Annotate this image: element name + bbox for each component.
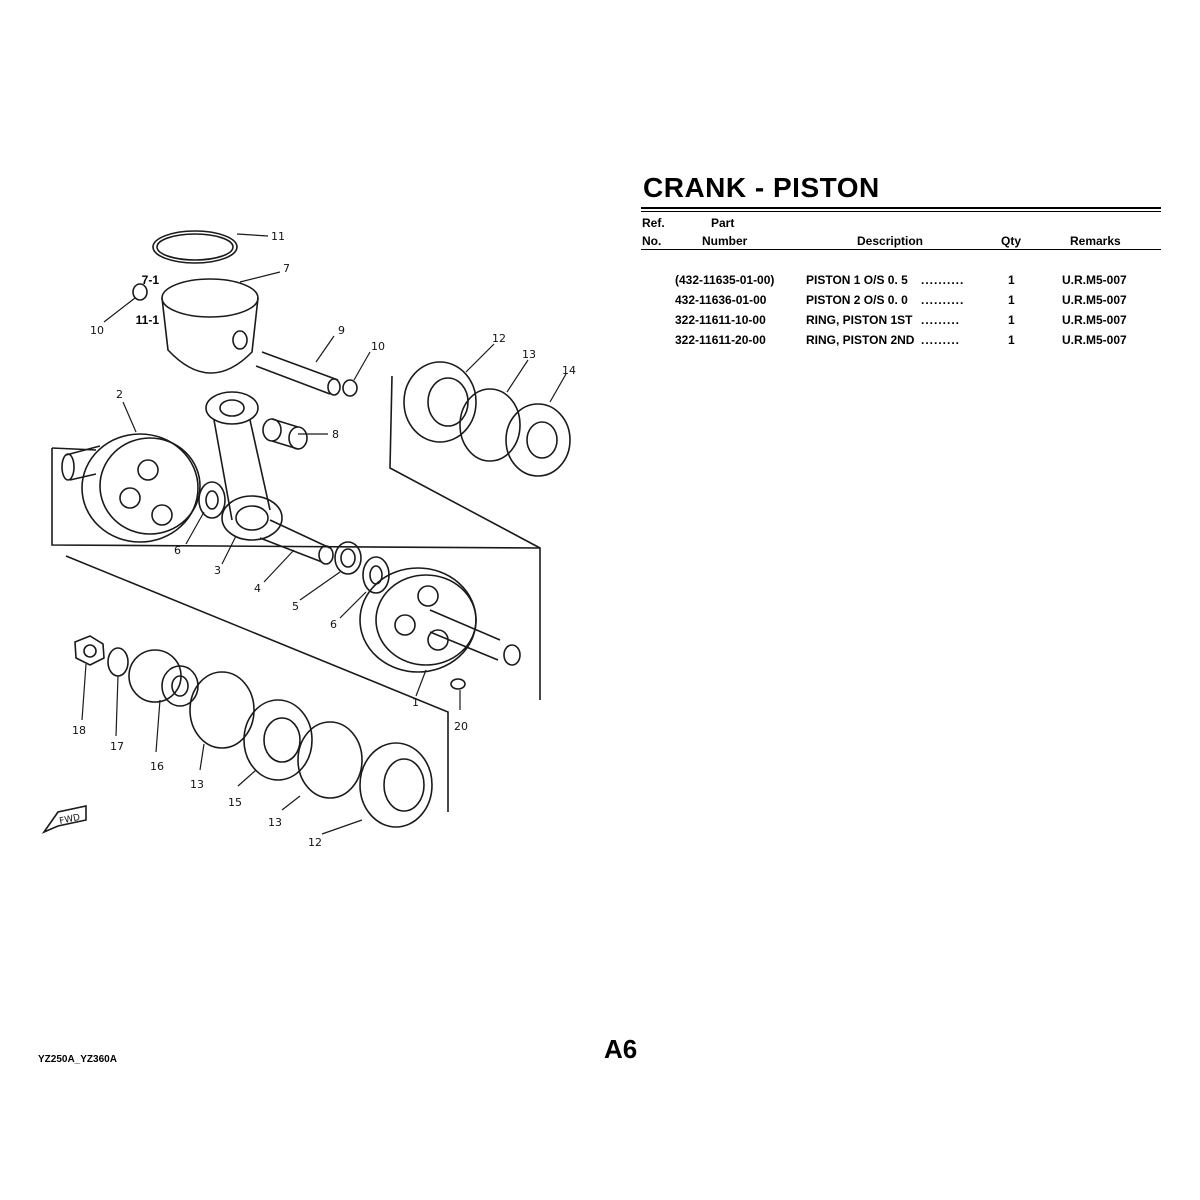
callout-label: 6 <box>174 544 181 557</box>
header-rule <box>641 249 1161 250</box>
nut-18 <box>74 635 105 666</box>
table-row: 11-1 322-11611-10-00 RING, PISTON 1ST ..… <box>0 313 1200 329</box>
callout-numbers: 11 7 10 9 10 8 2 6 3 4 5 6 12 13 14 1 20… <box>59 230 576 849</box>
table-row: 432-11636-01-00 PISTON 2 O/S 0. 0 ......… <box>0 293 1200 309</box>
callout-label: 16 <box>150 760 164 773</box>
row-dot-leader: ......... <box>921 313 961 327</box>
row-qty: 1 <box>1008 313 1015 327</box>
callout-label: 11 <box>271 230 285 243</box>
callout-label: 4 <box>254 582 261 595</box>
header-part-line1: Part <box>711 216 735 230</box>
row-remarks: U.R.M5-007 <box>1062 273 1127 287</box>
row-remarks: U.R.M5-007 <box>1062 333 1127 347</box>
callout-label: 14 <box>562 364 576 377</box>
row-part-number: 322-11611-10-00 <box>675 313 766 327</box>
callout-label: 5 <box>292 600 299 613</box>
piston-7 <box>161 278 259 374</box>
leader-lines <box>81 233 567 835</box>
header-ref-line2: No. <box>642 234 662 248</box>
callout-label: 12 <box>492 332 506 345</box>
row-dot-leader: .......... <box>921 293 965 307</box>
circlip-13-upper <box>459 388 521 462</box>
crank-wheel-1 <box>359 567 521 673</box>
row-dot-leader: .......... <box>921 273 965 287</box>
bearing-5 <box>334 541 362 575</box>
header-description: Description <box>857 234 924 248</box>
callout-label: 20 <box>454 720 468 733</box>
row-part-number: (432-11635-01-00) <box>675 273 775 287</box>
row-description: RING, PISTON 1ST <box>806 313 913 327</box>
header-qty: Qty <box>1001 234 1022 248</box>
oil-seal-15 <box>243 699 313 781</box>
callout-label: 15 <box>228 796 242 809</box>
row-part-number: 322-11611-20-00 <box>675 333 766 347</box>
header-part-line2: Number <box>702 234 748 248</box>
callout-label: 17 <box>110 740 124 753</box>
row-remarks: U.R.M5-007 <box>1062 293 1127 307</box>
callout-label: 12 <box>308 836 322 849</box>
circlip-13-mid <box>189 671 255 749</box>
oil-seal-14 <box>505 403 571 477</box>
bearing-12-lower <box>359 742 433 828</box>
row-ref: 11-1 <box>135 313 159 327</box>
callout-label: 2 <box>116 388 123 401</box>
callout-label: 7 <box>283 262 290 275</box>
circlip-13-lower <box>297 721 363 799</box>
row-dot-leader: ......... <box>921 333 961 347</box>
table-row: 322-11611-20-00 RING, PISTON 2ND .......… <box>0 333 1200 349</box>
header-remarks: Remarks <box>1070 234 1121 248</box>
frame-line-top <box>51 448 541 700</box>
circlip-10-right <box>342 379 358 397</box>
fwd-label: FWD <box>59 813 82 827</box>
title-rule-thin <box>641 211 1161 212</box>
callout-label: 13 <box>190 778 204 791</box>
washer-17 <box>107 647 129 677</box>
callout-label: 13 <box>268 816 282 829</box>
needle-bearing-8 <box>262 418 308 450</box>
title-rule-thick <box>641 207 1161 209</box>
callout-label: 8 <box>332 428 339 441</box>
row-description: RING, PISTON 2ND <box>806 333 915 347</box>
connecting-rod-3 <box>205 391 283 541</box>
piston-pin-9 <box>255 351 341 396</box>
callout-label: 13 <box>522 348 536 361</box>
callout-label: 3 <box>214 564 221 577</box>
bearing-12-upper <box>403 361 477 443</box>
key-20 <box>450 678 466 690</box>
fwd-arrow-icon <box>41 805 87 834</box>
callout-label: 18 <box>72 724 86 737</box>
frame-line-bearing <box>389 375 541 549</box>
table-row: 7-1 (432-11635-01-00) PISTON 1 O/S 0. 5 … <box>0 273 1200 289</box>
header-ref-line1: Ref. <box>642 216 665 230</box>
callout-label: 6 <box>330 618 337 631</box>
row-qty: 1 <box>1008 293 1015 307</box>
primary-gear-16 <box>128 649 199 707</box>
callout-label: 9 <box>338 324 345 337</box>
row-description: PISTON 2 O/S 0. 0 <box>806 293 908 307</box>
row-ref: 7-1 <box>141 273 159 287</box>
frame-line-lower <box>65 555 449 812</box>
callout-label: 1 <box>412 696 419 709</box>
row-description: PISTON 1 O/S 0. 5 <box>806 273 908 287</box>
callout-label: 10 <box>371 340 385 353</box>
model-code: YZ250A_YZ360A <box>38 1054 117 1065</box>
washer-6-left <box>198 481 226 519</box>
piston-ring-11 <box>152 230 238 264</box>
callout-label: 10 <box>90 324 104 337</box>
crank-wheel-2 <box>61 433 201 543</box>
crank-pin-4 <box>259 519 334 565</box>
row-part-number: 432-11636-01-00 <box>675 293 767 307</box>
row-remarks: U.R.M5-007 <box>1062 313 1127 327</box>
washer-6-right <box>362 556 390 594</box>
row-qty: 1 <box>1008 333 1015 347</box>
circlip-10-left <box>132 283 148 301</box>
page-number: A6 <box>604 1034 638 1064</box>
page-title: CRANK - PISTON <box>643 172 880 203</box>
row-qty: 1 <box>1008 273 1015 287</box>
